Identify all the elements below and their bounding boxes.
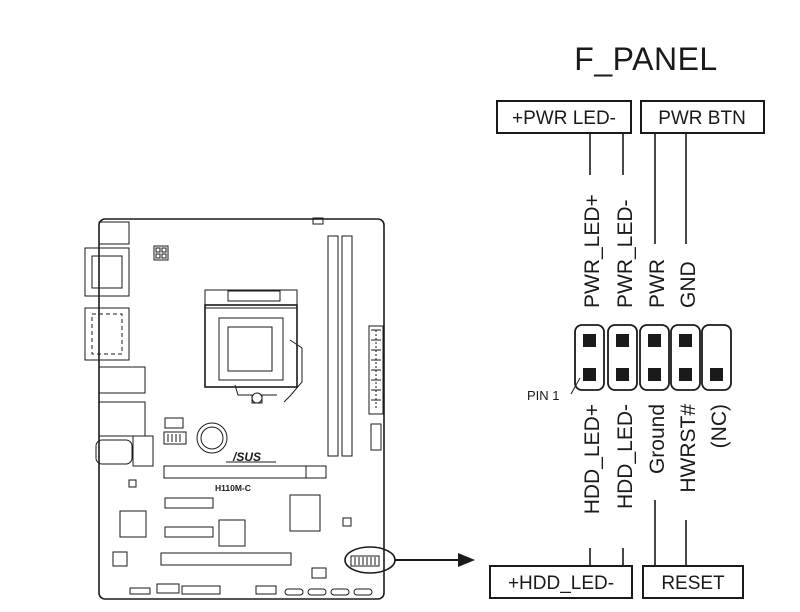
pin-label-hwrst: HWRST# (677, 404, 700, 493)
pin-label-gnd: GND (677, 261, 700, 308)
atx-power-connector (368, 325, 384, 415)
pin-bottom-4 (679, 368, 692, 381)
chipset (289, 494, 321, 532)
cpu-power-connector (153, 245, 169, 261)
pin-bottom-3 (648, 368, 661, 381)
chip-2 (218, 519, 246, 547)
pcie-x1-slot-1 (164, 497, 214, 509)
bottom-group-reset-label: RESET (661, 573, 725, 594)
top-group-pwr-btn: PWR BTN (640, 100, 765, 134)
board-brand: /SUS (232, 450, 261, 464)
pin-housing-2 (607, 324, 638, 391)
pin-label-pwr-led-minus: PWR_LED- (614, 199, 637, 308)
board-f-panel-header (350, 555, 380, 567)
diagram-title: F_PANEL (574, 41, 717, 77)
pin-label-hdd-led-plus: HDD_LED+ (581, 404, 604, 514)
pin-top-4 (679, 334, 692, 347)
io-port-audio (95, 439, 133, 465)
bottom-group-hdd-led-label: +HDD_LED- (508, 573, 614, 594)
pin-label-nc: (NC) (708, 404, 731, 448)
board-outline (98, 218, 385, 600)
pin-housing-4 (670, 324, 701, 391)
pin-bottom-1 (583, 368, 596, 381)
pci-slot (160, 552, 292, 566)
pin-label-hdd-led-minus: HDD_LED- (614, 404, 637, 509)
f-panel-connector (574, 324, 732, 391)
dimm-slot-2 (341, 235, 353, 457)
board-model: H110M-C (215, 483, 251, 493)
pin-housing-1 (574, 324, 605, 391)
io-port-lan (98, 401, 146, 437)
pin-housing-5 (701, 324, 732, 391)
io-port-dvi (84, 307, 130, 361)
top-group-pwr-led: +PWR LED- (496, 100, 632, 134)
pcie-x1-slot-2 (164, 526, 214, 538)
top-group-pwr-btn-label: PWR BTN (658, 108, 746, 129)
bottom-group-reset: RESET (642, 565, 744, 599)
pin1-label: PIN 1 (527, 388, 560, 403)
bottom-group-hdd-led: +HDD_LED- (489, 565, 633, 599)
pin-top-1 (583, 334, 596, 347)
pin-label-ground: Ground (646, 404, 669, 474)
callout-arrow (395, 553, 475, 567)
pin-bottom-5 (710, 368, 723, 381)
f-panel-highlight-ring (344, 546, 396, 574)
pin-bottom-2 (616, 368, 629, 381)
motherboard: /SUS H110M-C (84, 217, 396, 600)
pin1-marker (570, 377, 581, 395)
cpu-socket (204, 289, 303, 404)
dimm-slot-1 (327, 235, 339, 457)
pin-top-3 (648, 334, 661, 347)
chip-1 (119, 510, 147, 538)
top-group-pwr-led-label: +PWR LED- (512, 108, 616, 129)
pin-label-pwr-led-plus: PWR_LED+ (581, 194, 604, 308)
io-port-vga (84, 247, 130, 297)
cmos-battery (196, 422, 228, 454)
pcie-x16-slot (163, 465, 327, 479)
pin-housing-3 (639, 324, 670, 391)
pin-label-pwr: PWR (646, 259, 669, 308)
io-port-1 (98, 221, 130, 245)
io-port-usb (98, 366, 146, 394)
pin-top-2 (616, 334, 629, 347)
